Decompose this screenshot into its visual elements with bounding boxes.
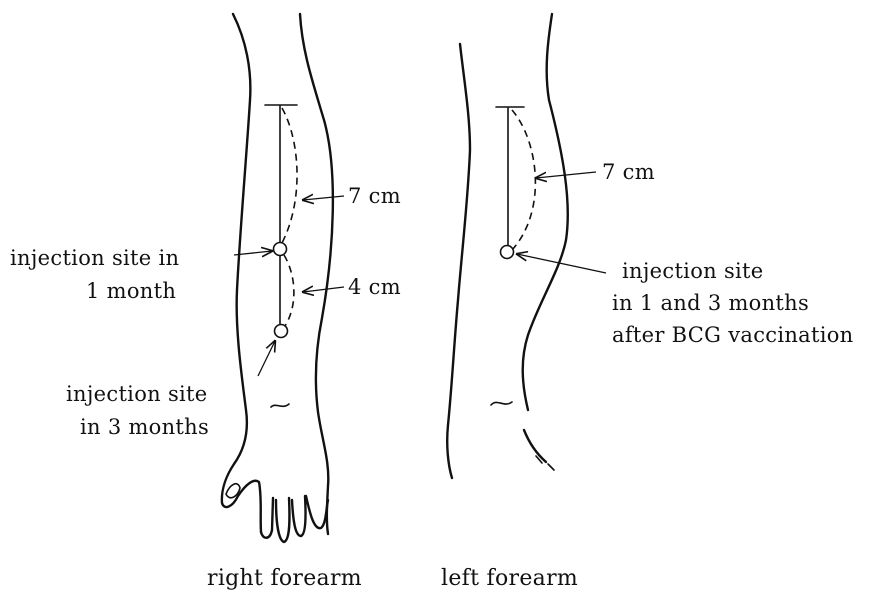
right-hand-fingers <box>261 496 328 542</box>
right-site-1-month-line-2: 1 month <box>86 279 176 303</box>
left-forearm-drawing <box>447 14 606 478</box>
right-site-3-months-line-2: in 3 months <box>80 415 209 439</box>
right-site-3-months-line-1: injection site <box>66 382 208 406</box>
left-site-line-2: in 1 and 3 months <box>612 291 809 315</box>
left-wrist-crease <box>491 402 512 405</box>
left-arm-inner-contour <box>523 14 568 410</box>
left-wrist-edge-dashes <box>536 456 554 470</box>
right-arm-dashed-arc-7cm <box>282 108 297 243</box>
right-arm-outer-contour <box>222 14 261 532</box>
left-site-line-3: after BCG vaccination <box>612 323 854 347</box>
right-site-3-months-label: injection site in 3 months <box>66 382 214 439</box>
right-wrist-crease <box>271 404 289 407</box>
left-site-line-1: injection site <box>622 259 764 283</box>
right-site-1-month-line-1: injection site in <box>10 246 179 270</box>
left-injection-site-marker <box>501 246 514 259</box>
left-forearm-caption: left forearm <box>441 566 578 591</box>
right-forearm-drawing <box>222 14 344 542</box>
left-arm-outer-contour <box>447 44 470 478</box>
left-wrist-edge <box>524 430 546 462</box>
right-arm-inner-contour <box>300 14 333 534</box>
right-injection-site-1-month-marker <box>274 243 287 256</box>
right-site-1-month-label: injection site in 1 month <box>10 246 186 303</box>
right-measure-upper-label: 7 cm <box>348 184 401 208</box>
right-injection-site-3-months-marker <box>275 325 288 338</box>
right-arrow-7cm <box>303 196 344 200</box>
right-arm-dashed-arc-4cm <box>284 255 294 326</box>
right-measure-lower-label: 4 cm <box>348 275 401 299</box>
left-arm-dashed-arc-7cm <box>512 110 535 250</box>
right-arrow-4cm <box>303 287 344 292</box>
left-site-label: injection site in 1 and 3 months after B… <box>612 259 854 347</box>
right-arrow-site-3-months <box>258 341 275 376</box>
left-measure-label: 7 cm <box>602 160 655 184</box>
right-forearm-caption: right forearm <box>207 566 362 591</box>
